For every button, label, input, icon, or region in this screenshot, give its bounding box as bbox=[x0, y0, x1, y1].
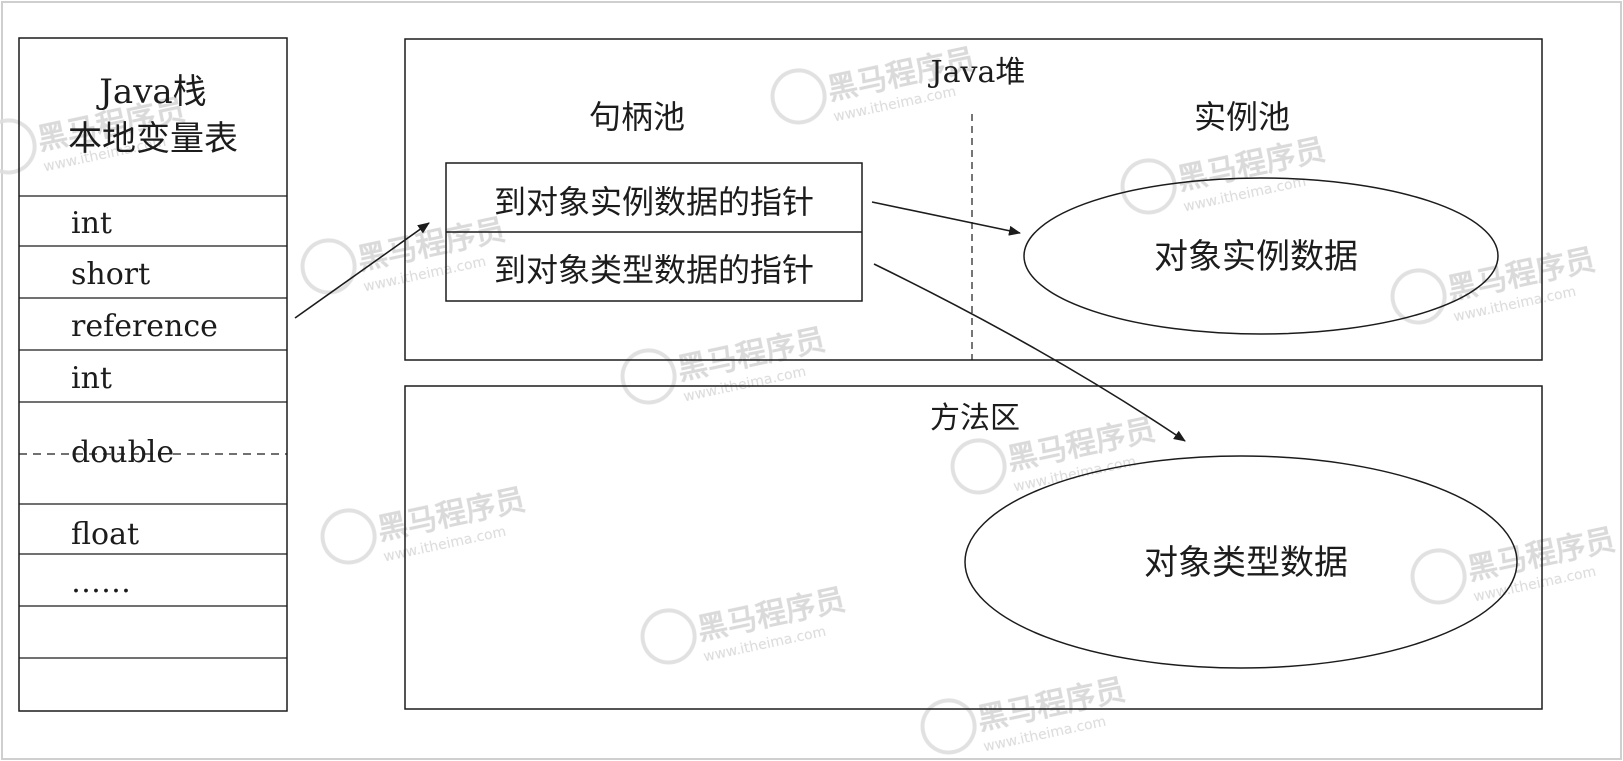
java-heap: Java堆 句柄池 到对象实例数据的指针 到对象类型数据的指针 实例池 对象实例… bbox=[404, 38, 1543, 361]
watermark: 黑马程序员 www.itheima.com bbox=[1390, 242, 1598, 325]
instance-pointer-arrow bbox=[871, 201, 1021, 236]
handle-row-instance-pointer: 到对象实例数据的指针 bbox=[494, 183, 814, 221]
watermark: 黑马程序员 www.itheima.com bbox=[320, 482, 528, 565]
method-area-title: 方法区 bbox=[930, 401, 1020, 436]
object-type-data-ellipse bbox=[964, 455, 1518, 669]
watermark: 黑马程序员 www.itheima.com bbox=[640, 582, 848, 665]
object-type-data-label: 对象类型数据 bbox=[1144, 543, 1348, 583]
handle-pool-title: 句柄池 bbox=[589, 98, 685, 136]
watermark: 黑马程序员 www.itheima.com bbox=[920, 672, 1128, 755]
java-heap-title: Java堆 bbox=[928, 55, 1026, 90]
handle-row-type-pointer: 到对象类型数据的指针 bbox=[494, 251, 814, 289]
handle-table: 到对象实例数据的指针 到对象类型数据的指针 bbox=[445, 162, 863, 302]
watermark: 黑马程序员 www.itheima.com bbox=[1120, 132, 1328, 215]
method-area-box bbox=[404, 385, 1543, 710]
watermark: 黑马程序员 www.itheima.com bbox=[1410, 522, 1618, 605]
reference-to-handle-arrow bbox=[294, 222, 430, 319]
object-instance-data-ellipse bbox=[1023, 177, 1499, 335]
object-instance-data-label: 对象实例数据 bbox=[1154, 237, 1358, 277]
instance-pool-title: 实例池 bbox=[1194, 98, 1290, 136]
watermark-layer: 黑马程序员 www.itheima.com 黑马程序员 www.itheima.… bbox=[0, 42, 1618, 755]
slot-int-2: int bbox=[71, 361, 112, 396]
local-variable-table-title: 本地变量表 bbox=[68, 119, 238, 159]
java-stack: Java栈 本地变量表 int short reference int doub… bbox=[18, 37, 288, 712]
java-stack-box bbox=[18, 37, 288, 712]
slot-ellipsis: …… bbox=[71, 565, 131, 600]
type-pointer-arrow bbox=[873, 263, 1186, 442]
java-stack-title: Java栈 bbox=[96, 72, 206, 112]
slot-short: short bbox=[71, 257, 150, 292]
java-heap-box bbox=[404, 38, 1543, 361]
slot-double: double bbox=[71, 435, 174, 470]
arrows bbox=[294, 201, 1186, 442]
slot-float: float bbox=[71, 517, 139, 552]
slot-reference: reference bbox=[71, 309, 218, 344]
slot-int: int bbox=[71, 206, 112, 241]
watermark: 黑马程序员 www.itheima.com bbox=[620, 322, 828, 405]
method-area: 方法区 对象类型数据 bbox=[404, 385, 1543, 710]
